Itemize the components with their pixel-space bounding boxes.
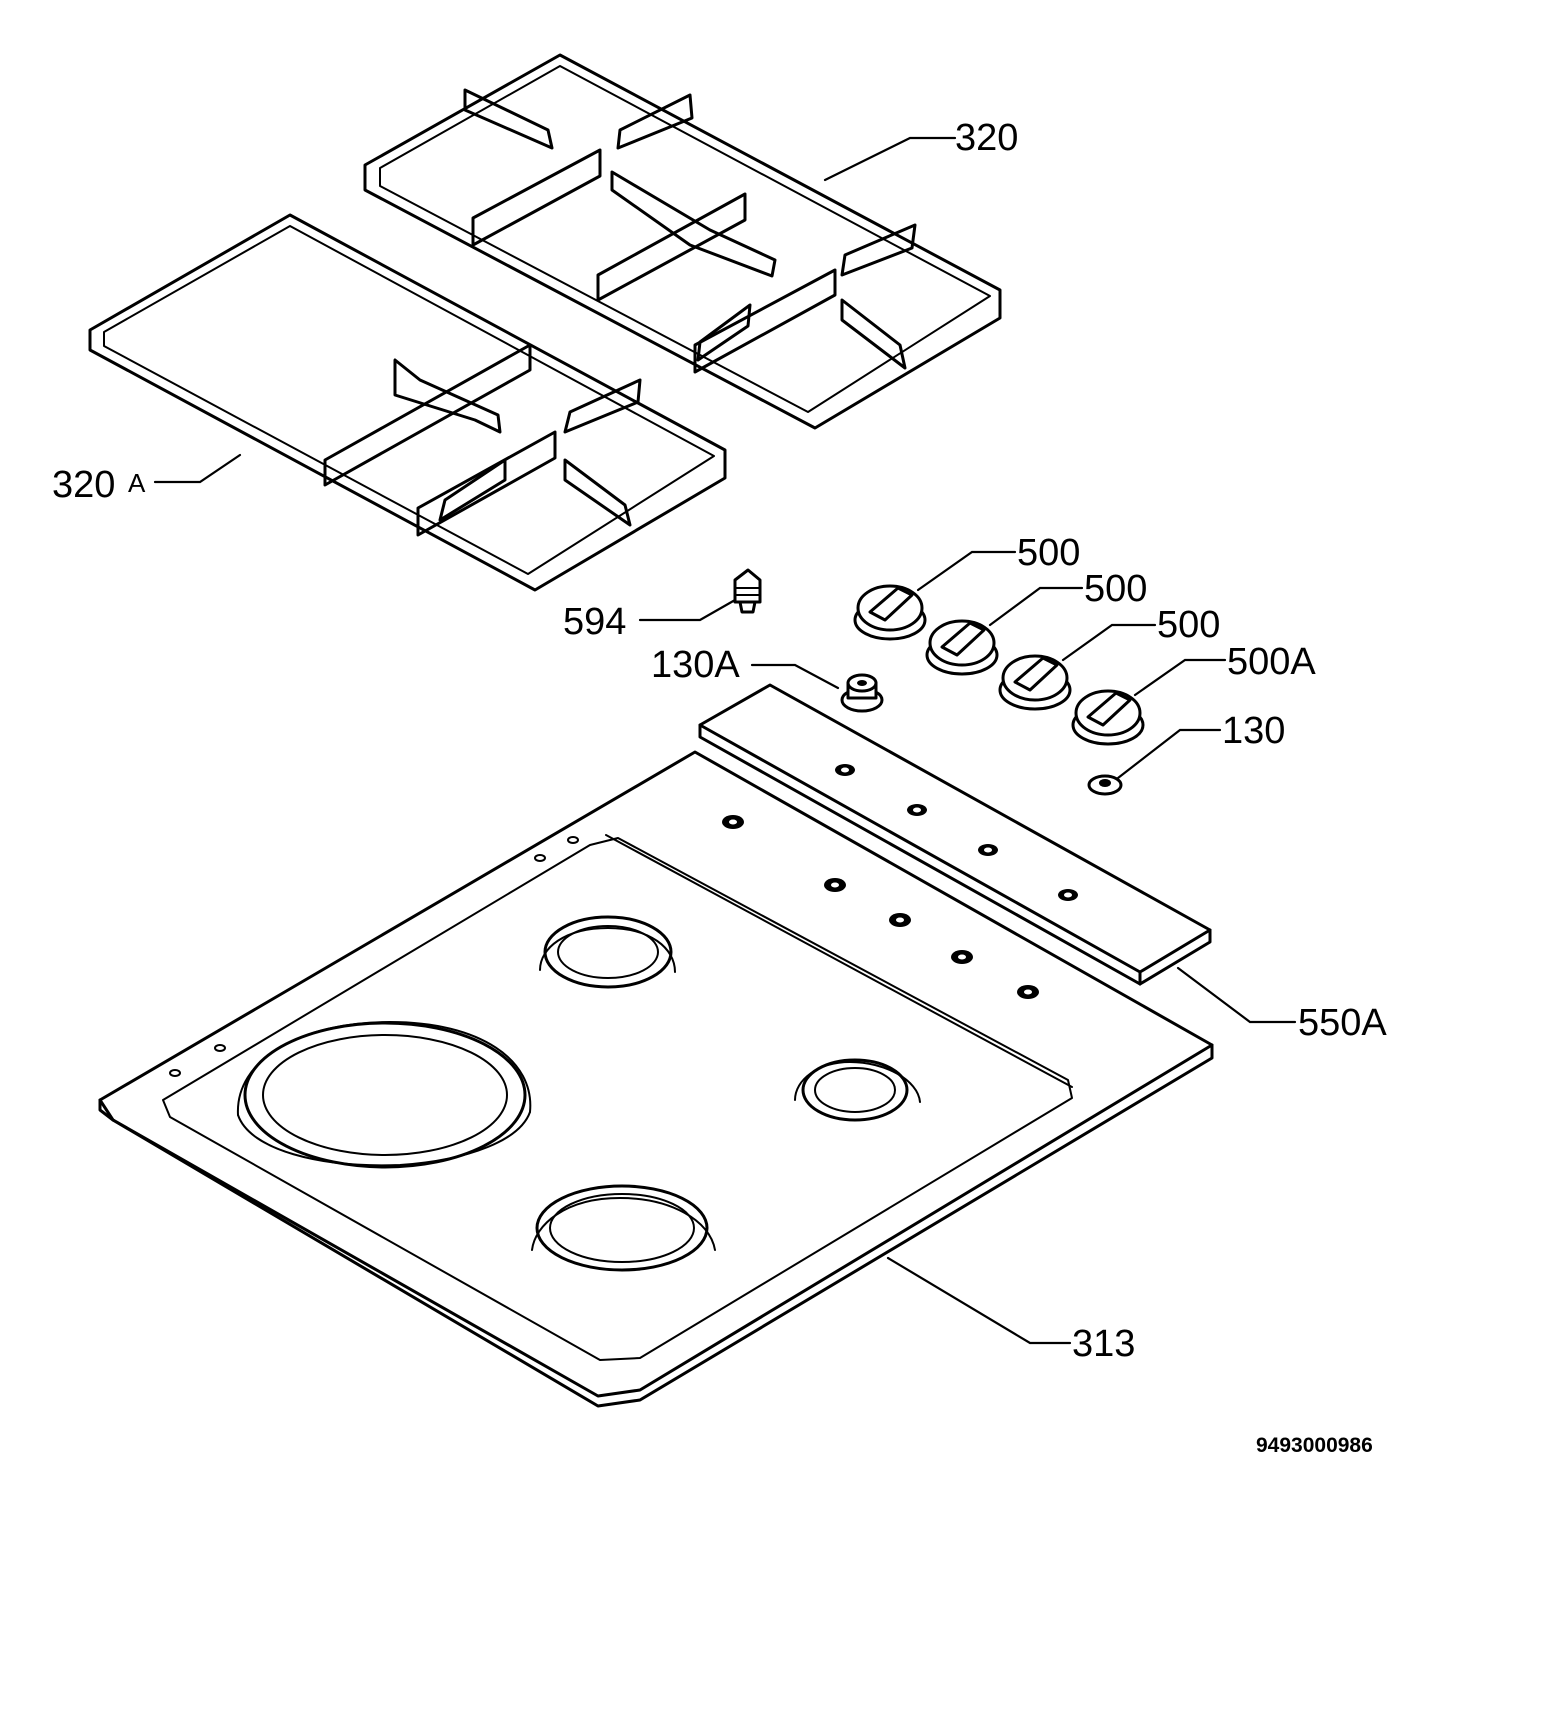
label-500a: 500A	[1227, 641, 1316, 683]
label-130a: 130A	[651, 644, 740, 686]
burner-well-large	[236, 1021, 532, 1169]
label-313: 313	[1072, 1323, 1135, 1365]
top-holes	[722, 815, 1039, 999]
control-strip-550a	[698, 683, 1212, 986]
pan-support-320	[363, 53, 1002, 430]
control-knob-2	[925, 619, 999, 676]
label-500-3: 500	[1157, 604, 1220, 646]
burner-well-rear	[539, 915, 676, 989]
washer-130	[1087, 774, 1123, 796]
injector-594	[733, 568, 762, 614]
hob-top-313	[98, 750, 1214, 1408]
control-knob-4	[1071, 689, 1145, 746]
label-320a-suffix: A	[128, 468, 146, 498]
label-320: 320	[955, 117, 1018, 159]
strip-holes	[835, 764, 1078, 901]
label-500-1: 500	[1017, 532, 1080, 574]
label-320a-number: 320	[52, 464, 115, 506]
label-594: 594	[563, 601, 626, 643]
washer-130a	[840, 673, 884, 713]
pan-support-320a	[88, 213, 727, 592]
document-number: 9493000986	[1256, 1434, 1373, 1457]
control-knob-1	[853, 584, 927, 641]
leader-lines	[153, 136, 1297, 1345]
label-550a: 550A	[1298, 1002, 1387, 1044]
label-130: 130	[1222, 710, 1285, 752]
label-500-2: 500	[1084, 568, 1147, 610]
burner-well-front	[531, 1184, 716, 1272]
burner-well-right	[794, 1058, 921, 1122]
part-labels: 320 320 A 594 130A 500 500 500 500A 130 …	[52, 117, 1387, 1457]
control-knob-3	[998, 654, 1072, 711]
pin-holes	[169, 836, 579, 1077]
